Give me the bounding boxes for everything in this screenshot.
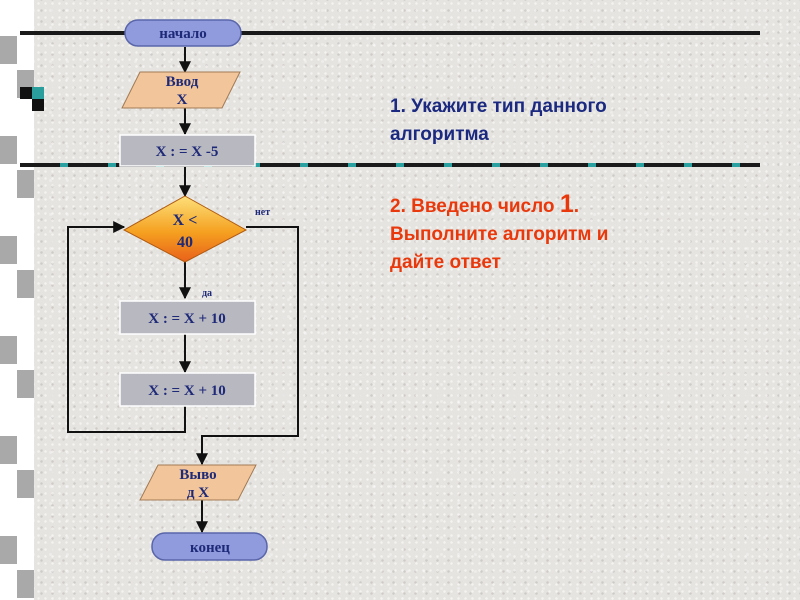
start-label: начало [159,26,207,42]
task2-number: 1 [559,190,574,218]
task2-line2: Выполните алгоритм и [390,224,609,245]
loop-back-line [67,221,186,433]
no-label: нет [255,207,270,218]
output-line1: Выво [179,467,216,483]
input-parallelogram [121,71,241,109]
task1-text: 1. Укажите тип данного алгоритма [390,93,607,149]
task1-line1: 1. Укажите тип данного [390,96,607,117]
step2-box [119,300,256,335]
end-label: конец [190,540,230,556]
task2-line3: дайте ответ [390,252,501,273]
step3-box [119,372,256,407]
bullet-icon [20,87,44,111]
start-terminator [124,19,242,47]
task2-text: 2. Введено число 1. Выполните алгоритм и… [390,190,720,277]
step1-box [119,134,256,167]
step3-label: Х : = Х + 10 [148,383,226,399]
step2-label: Х : = Х + 10 [148,311,226,327]
condition-line1: Х < [173,212,198,229]
middle-divider-line [20,163,760,167]
input-label-line2: Х [177,92,188,108]
task2-prefix: 2. Введено число [390,196,560,217]
checker-pattern [0,36,34,598]
no-branch-line [196,226,299,466]
task1-line2: алгоритма [390,124,489,145]
yes-label: да [202,288,212,299]
output-line2: д Х [187,485,209,501]
top-divider-line [20,31,760,35]
task2-line1: 2. Введено число 1. [390,190,720,221]
input-label-line1: Ввод [166,74,199,90]
condition-line2: 40 [177,234,193,251]
task2-suffix: . [573,196,579,217]
end-terminator [151,532,268,561]
condition-diamond [122,195,248,263]
output-parallelogram [139,464,257,501]
step1-label: Х : = Х -5 [156,144,219,160]
